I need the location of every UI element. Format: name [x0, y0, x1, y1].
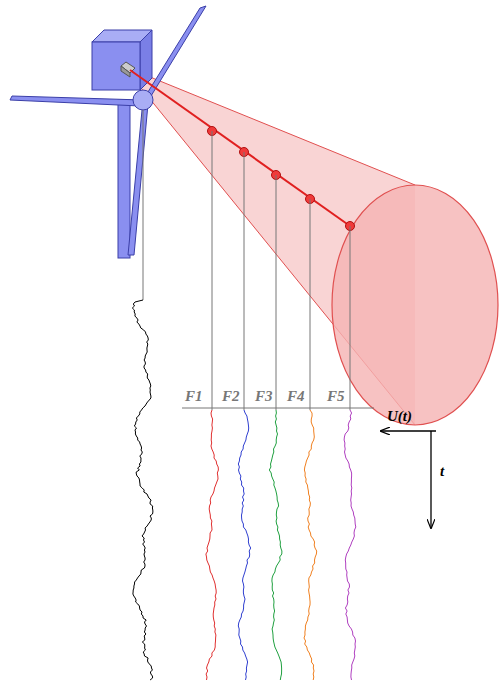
rotor-blades: [10, 6, 206, 255]
lidar-device: [121, 62, 135, 77]
nacelle: [92, 30, 152, 90]
probe-label: F1: [185, 389, 203, 404]
probe-label: F3: [255, 389, 273, 404]
axis-label: t: [440, 464, 444, 479]
measurement-points: [208, 127, 355, 231]
hub: [133, 90, 153, 110]
axis-label: U(t): [387, 409, 412, 424]
probe-label: F5: [327, 389, 345, 404]
lidar-cone: [128, 68, 498, 425]
probe-label: F4: [287, 389, 305, 404]
probe-label: F2: [222, 389, 240, 404]
beam-line: [130, 70, 350, 226]
axis-arrows: [381, 431, 436, 528]
tower: [118, 100, 130, 258]
leader-lines: [143, 110, 374, 410]
wind-traces: [132, 300, 355, 680]
